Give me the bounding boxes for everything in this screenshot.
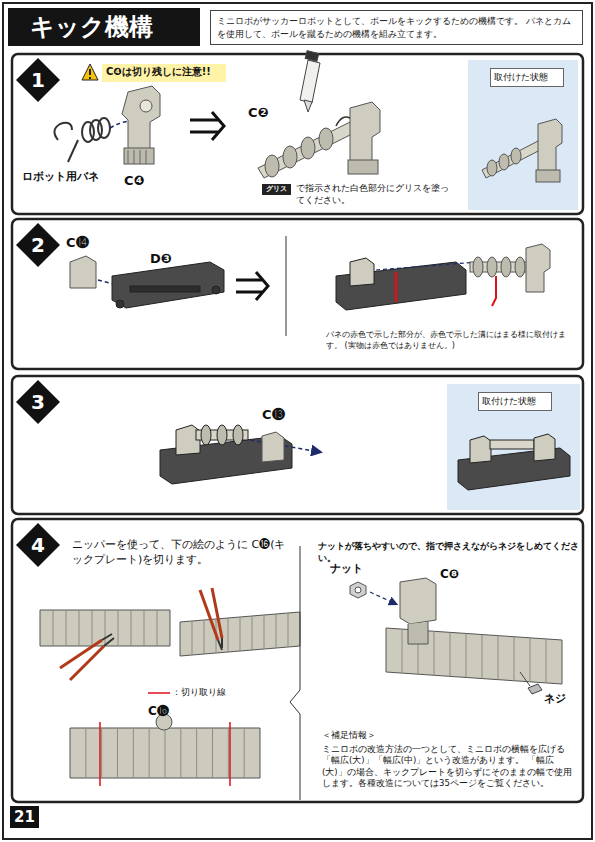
step-number: 4 bbox=[16, 523, 60, 567]
part-label: ナット bbox=[330, 562, 363, 577]
part-label: ミニロボの改造方法の一つとして、ミニロボの横幅を広げる「幅広(大)」「幅広(中)… bbox=[322, 744, 578, 790]
part-label: で指示された白色部分にグリスを塗ってください。 bbox=[296, 182, 456, 206]
step-number-text: 4 bbox=[16, 523, 60, 567]
state-label: 取付けた状態 bbox=[490, 68, 564, 87]
node-text: ミニロボがサッカーロボットとして、ボールをキックするための機構です。 バネとカム… bbox=[217, 15, 576, 40]
part-label: C⓮ bbox=[66, 234, 89, 252]
step-number: 2 bbox=[16, 223, 60, 267]
step-number: 3 bbox=[16, 380, 60, 424]
part-label: D❸ bbox=[150, 250, 172, 268]
caution-note: C❹は切り残しに注意!! bbox=[102, 64, 226, 82]
part-label: 21 bbox=[10, 806, 39, 828]
description-box: ミニロボがサッカーロボットとして、ボールをキックするための機構です。 バネとカム… bbox=[210, 10, 583, 45]
legend-line-sample bbox=[148, 692, 170, 694]
step-number-text: 3 bbox=[16, 380, 60, 424]
part-label: バネの赤色で示した部分が、赤色で示した溝にはまる様に取付けます。 (実物は赤色で… bbox=[326, 330, 576, 352]
part-label: ナットが落ちやすいので、指で押さえながらネジをしめてください。 bbox=[318, 540, 580, 564]
part-label: C⓭ bbox=[262, 406, 285, 424]
part-label: ネジ bbox=[544, 692, 566, 707]
part-label: C❹ bbox=[124, 172, 145, 190]
step-number-text: 2 bbox=[16, 223, 60, 267]
part-label: C⓰ bbox=[148, 703, 169, 719]
step-number: 1 bbox=[16, 58, 60, 102]
node-text: 取付けた状態 bbox=[494, 71, 560, 84]
state-label: 取付けた状態 bbox=[478, 392, 552, 411]
part-label: C❽ bbox=[440, 566, 459, 582]
node-text: C❹は切り残しに注意!! bbox=[106, 65, 222, 79]
page-title: キック機構 bbox=[30, 11, 153, 43]
part-label: ロボット用バネ bbox=[22, 170, 99, 185]
step-number-text: 1 bbox=[16, 58, 60, 102]
part-label: グリス bbox=[262, 184, 291, 195]
part-label: ＜補足情報＞ bbox=[322, 730, 376, 741]
part-label: ニッパーを使って、下の絵のように C⓰(キックプレート)を切ります。 bbox=[72, 538, 287, 568]
legend-text: ：切り取り線 bbox=[172, 686, 226, 698]
node-text: 取付けた状態 bbox=[482, 395, 548, 408]
part-label: C❷ bbox=[248, 104, 269, 122]
